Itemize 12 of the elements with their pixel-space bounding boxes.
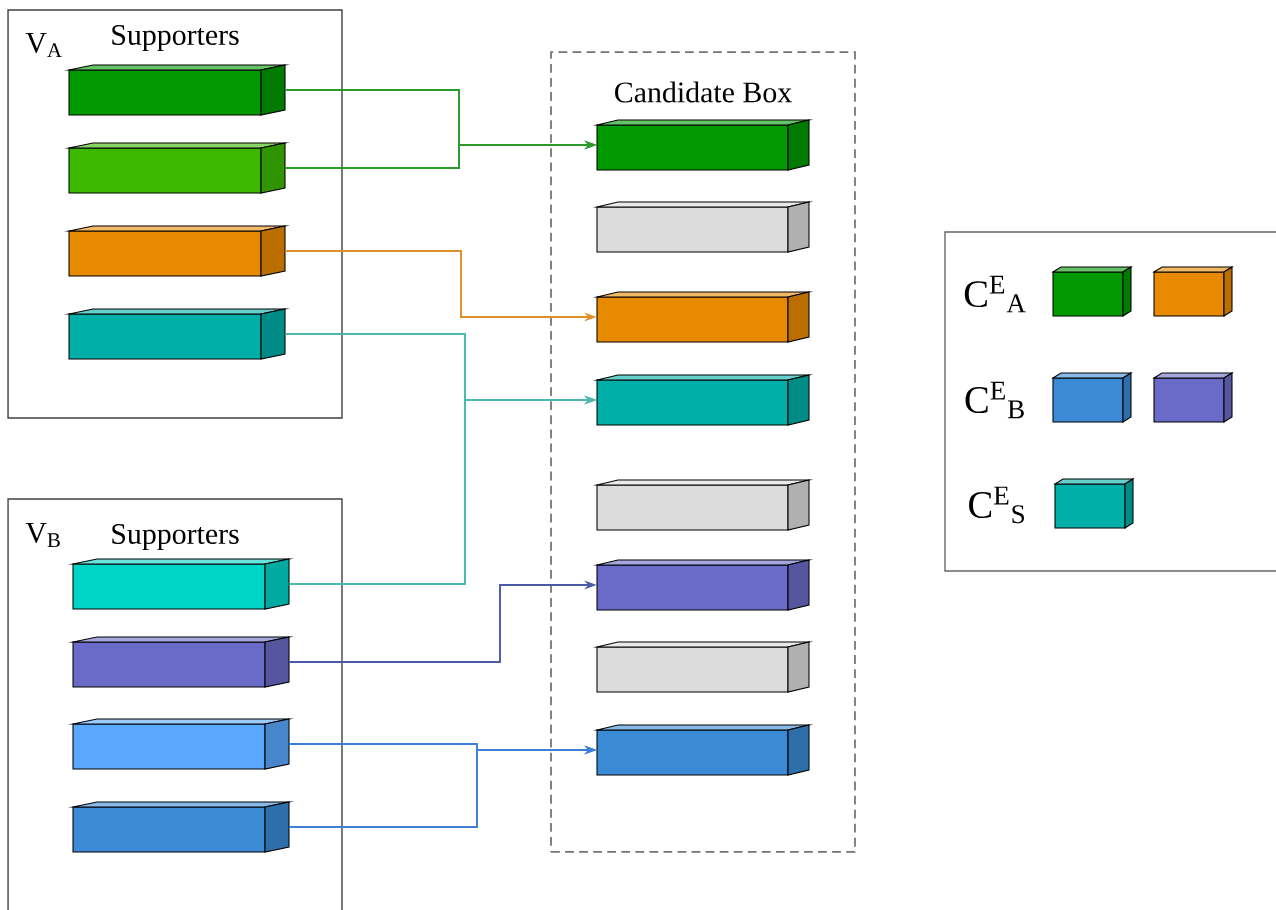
panel-heading: V$_{A}$ xyxy=(25,32,62,58)
panel xyxy=(7,9,343,419)
panel xyxy=(7,498,343,910)
symbol-label: C$^{E}$A xyxy=(964,275,1026,313)
panel xyxy=(550,51,856,853)
symbol-label: C$^{E}$B xyxy=(965,381,1024,419)
symbol-label: C$^{E}$S xyxy=(969,486,1024,524)
panel-heading: Candidate Box xyxy=(615,81,792,103)
panel xyxy=(944,231,1276,572)
panel-heading: V$_{B}$ xyxy=(25,522,60,548)
panel-heading: Supporters xyxy=(112,523,239,551)
panel-heading: Supporters xyxy=(112,24,239,52)
